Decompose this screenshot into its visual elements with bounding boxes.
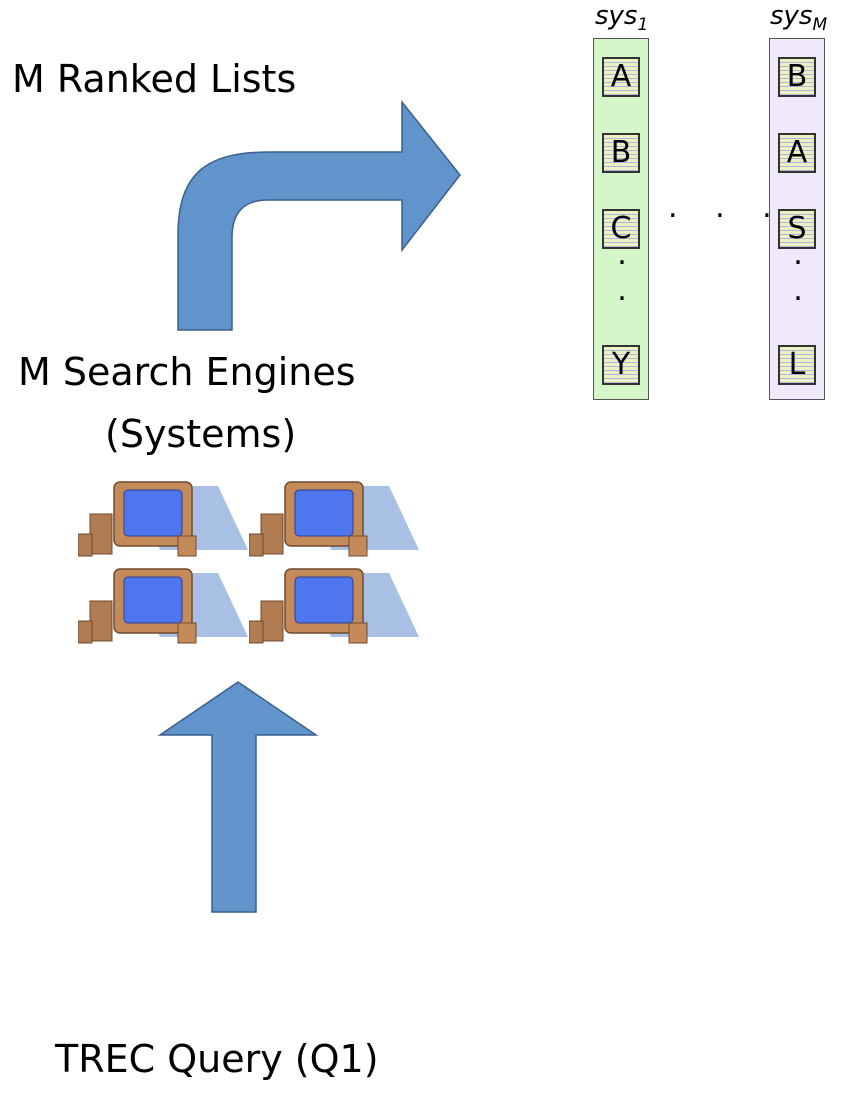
ranked-doc: B [778, 57, 816, 97]
system-name: sys [770, 1, 813, 31]
ranked-doc: L [778, 345, 816, 385]
computer-icon [77, 478, 248, 562]
trec-query-label: TREC Query (Q1) [55, 1037, 379, 1081]
ranked-doc: S [778, 209, 816, 249]
ranked-lists-label: M Ranked Lists [12, 57, 297, 101]
ranked-doc: C [602, 209, 640, 249]
vertical-ellipsis: . [617, 237, 627, 272]
systems-label: (Systems) [105, 412, 297, 456]
ranked-doc: A [602, 57, 640, 97]
search-engines-label: M Search Engines [18, 350, 356, 394]
system-subscript: 1 [637, 15, 649, 35]
ranked-list-sys-m: B A S . . L [769, 38, 825, 400]
system-subscript: M [812, 15, 828, 35]
vertical-ellipsis: . [793, 273, 803, 308]
computer-icon [77, 565, 248, 649]
curved-arrow-to-lists [177, 99, 461, 331]
system-name: sys [595, 1, 638, 31]
ranked-doc: B [602, 133, 640, 173]
vertical-ellipsis: . [617, 273, 627, 308]
horizontal-ellipsis: . . . [668, 190, 786, 225]
ranked-doc: A [778, 133, 816, 173]
up-arrow-query [157, 681, 319, 913]
vertical-ellipsis: . [793, 237, 803, 272]
ranked-doc: Y [602, 345, 640, 385]
system-1-header: sys1 [595, 1, 648, 40]
system-m-header: sysM [770, 1, 827, 40]
ranked-list-sys-1: A B C . . Y [593, 38, 649, 400]
computer-icon [248, 478, 419, 562]
computer-icon [248, 565, 419, 649]
